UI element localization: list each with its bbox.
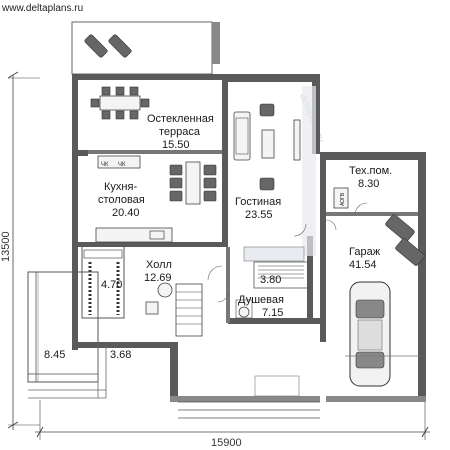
kitchen-fixtures: ЧК ЧК	[95, 155, 217, 243]
entry-porch	[27, 271, 107, 399]
porch-area: 8.45	[44, 349, 65, 361]
living-room-furniture	[233, 103, 301, 191]
sauna-area	[235, 246, 309, 319]
upper-deck	[71, 21, 220, 75]
garage-label: Гараж	[349, 246, 381, 258]
garage-interior	[345, 214, 425, 387]
storage-closet	[81, 245, 125, 319]
shower-label: Душевая	[238, 294, 284, 306]
sauna-area: 3.80	[260, 274, 281, 286]
vestibule-area: 3.68	[110, 349, 131, 361]
terrace-label-line1: Остекленная	[147, 113, 214, 125]
kitchen-label-line2: столовая	[98, 194, 145, 206]
hall-stairs	[145, 282, 203, 337]
site-url: www.deltaplans.ru	[1, 3, 83, 14]
tech-area: 8.30	[358, 178, 379, 190]
dimension-width: 15900	[211, 437, 242, 449]
kitchen-area: 20.40	[112, 207, 140, 219]
terrace-label-line2: терраса	[159, 126, 201, 138]
dimension-depth: 13500	[0, 231, 12, 262]
living-label: Гостиная	[235, 196, 281, 208]
terrace-area: 15.50	[162, 139, 190, 151]
dimension-lines	[7, 71, 430, 440]
terrace-dining-set	[90, 86, 150, 120]
tech-label: Тех.пом.	[349, 165, 392, 177]
storage-area: 4.70	[101, 279, 122, 291]
door-swings	[207, 202, 368, 303]
boiler-label: АОГВ	[340, 192, 346, 206]
room-labels: Остекленная терраса 15.50 Кухня- столова…	[44, 113, 392, 361]
svg-text:ЧК: ЧК	[101, 162, 109, 168]
car	[349, 281, 391, 387]
kitchen-label-line1: Кухня-	[104, 181, 137, 193]
garage-area: 41.54	[349, 259, 377, 271]
hall-area: 12.69	[144, 272, 172, 284]
svg-text:ЧК: ЧК	[118, 162, 126, 168]
watermark-strip	[302, 86, 316, 256]
hall-label: Холл	[146, 259, 172, 271]
boiler: АОГВ	[333, 187, 349, 209]
entrance-steps	[178, 375, 320, 419]
shower-area: 7.15	[262, 307, 283, 319]
living-area: 23.55	[245, 209, 273, 221]
